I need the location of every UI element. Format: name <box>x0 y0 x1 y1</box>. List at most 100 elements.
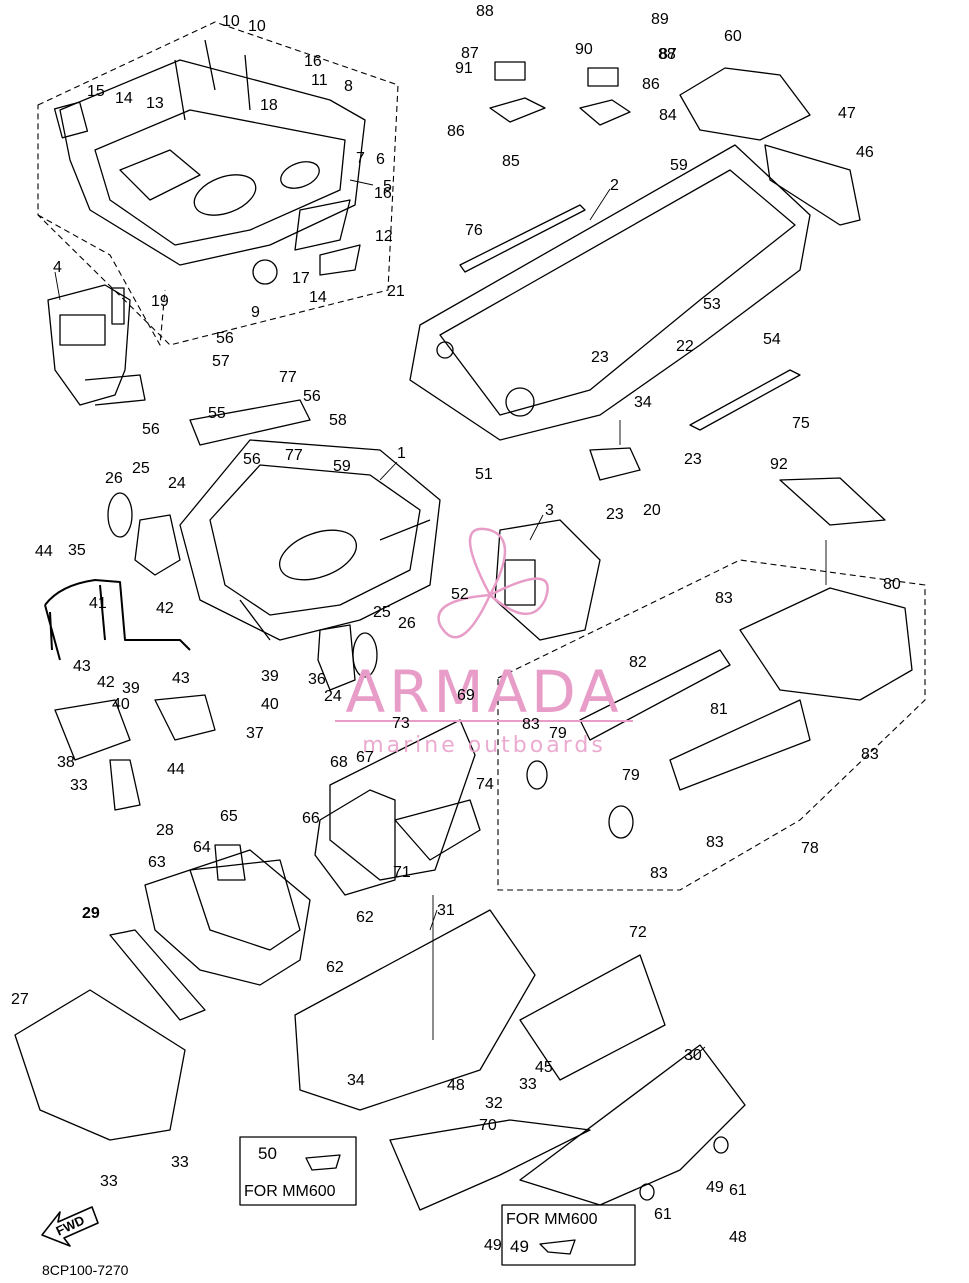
part-callout-70: 70 <box>479 1117 497 1134</box>
part-callout-83: 83 <box>650 865 668 882</box>
part-callout-76: 76 <box>465 222 483 239</box>
part-callout-44: 44 <box>167 761 185 778</box>
part-callout-28: 28 <box>156 822 174 839</box>
group-78-parts <box>526 587 913 839</box>
part-callout-83: 83 <box>706 834 724 851</box>
part-20-bracket <box>589 447 641 481</box>
dashed-group-boundaries <box>37 21 926 891</box>
part-callout-49: 49 <box>484 1237 502 1254</box>
part-callout-56: 56 <box>142 421 160 438</box>
part-callout-6: 6 <box>376 151 385 168</box>
part-callout-8: 8 <box>344 78 353 95</box>
part-callout-36: 36 <box>308 671 326 688</box>
part-callout-61: 61 <box>654 1206 672 1223</box>
watermark-tagline: marine outboards <box>362 733 606 758</box>
part-callout-25: 25 <box>373 604 391 621</box>
part-callout-83: 83 <box>715 590 733 607</box>
side-panels-63-65 <box>144 844 311 986</box>
part-callout-3: 3 <box>545 502 554 519</box>
part-callout-86: 86 <box>447 123 465 140</box>
part-callout-82: 82 <box>629 654 647 671</box>
part-callout-24: 24 <box>324 688 342 705</box>
part-callout-69: 69 <box>457 687 475 704</box>
part-callout-23: 23 <box>606 506 624 523</box>
part-callout-31: 31 <box>437 902 455 919</box>
part-callout-5: 5 <box>383 178 392 195</box>
cap-61-a <box>639 1183 655 1201</box>
lower-pan-72 <box>519 954 666 1081</box>
part-callout-25: 25 <box>132 460 150 477</box>
note-49-part-number: 49 <box>510 1237 529 1256</box>
part-callout-29: 29 <box>82 905 100 922</box>
part-callout-16: 16 <box>374 185 392 202</box>
part-callout-67: 67 <box>356 749 374 766</box>
part-callout-56: 56 <box>216 330 234 347</box>
part-callout-40: 40 <box>261 696 279 713</box>
part-callout-79: 79 <box>549 725 567 742</box>
part-callout-26: 26 <box>398 615 416 632</box>
part-callout-73: 73 <box>392 715 410 732</box>
part-callout-77: 77 <box>279 369 297 386</box>
part-callout-56: 56 <box>243 451 261 468</box>
part-callout-78: 78 <box>801 840 819 857</box>
part-callout-90: 90 <box>575 41 593 58</box>
part-callout-62: 62 <box>356 909 374 926</box>
part-callout-17: 17 <box>292 270 310 287</box>
part-callout-44: 44 <box>35 543 53 560</box>
part-callout-10: 10 <box>248 18 266 35</box>
part-callout-12: 12 <box>375 228 393 245</box>
part-callout-33: 33 <box>100 1173 118 1190</box>
part-callout-39: 39 <box>261 668 279 685</box>
part-callout-58: 58 <box>329 412 347 429</box>
part-callout-40: 40 <box>112 696 130 713</box>
part-callout-66: 66 <box>302 810 320 827</box>
part-callout-71: 71 <box>393 864 411 881</box>
part-callout-7: 7 <box>356 150 365 167</box>
part-callout-64: 64 <box>193 839 211 856</box>
watermark-brand: ARMADA <box>345 658 622 726</box>
part-75-strip <box>689 369 801 431</box>
part-callout-84: 84 <box>659 107 677 124</box>
part-callout-9: 9 <box>251 304 260 321</box>
part-callout-20: 20 <box>643 502 661 519</box>
armada-watermark: ARMADA marine outboards <box>335 527 633 758</box>
part-callout-72: 72 <box>629 924 647 941</box>
part-callout-68: 68 <box>330 754 348 771</box>
rubber-boots <box>107 492 378 691</box>
front-frame-assembly <box>53 39 366 285</box>
part-callout-54: 54 <box>763 331 781 348</box>
note-box-50 <box>239 1136 357 1206</box>
leader-lines <box>54 179 827 1061</box>
part-callout-24: 24 <box>168 475 186 492</box>
part-callout-86: 86 <box>642 76 660 93</box>
part-callout-23: 23 <box>591 349 609 366</box>
part-callout-81: 81 <box>710 701 728 718</box>
diagram-code: 8CP100-7270 <box>42 1262 129 1278</box>
part-callout-15: 15 <box>87 83 105 100</box>
cap-61-b <box>713 1136 729 1154</box>
part-callout-61: 61 <box>729 1182 747 1199</box>
part-callout-55: 55 <box>208 405 226 422</box>
part-callout-56: 56 <box>303 388 321 405</box>
note-50-label: FOR MM600 <box>244 1183 336 1200</box>
note-49-label: FOR MM600 <box>506 1211 598 1228</box>
part-callout-35: 35 <box>68 542 86 559</box>
part-callout-74: 74 <box>476 776 494 793</box>
part-callout-83: 83 <box>861 746 879 763</box>
part-callout-4: 4 <box>53 259 62 276</box>
part-callout-75: 75 <box>792 415 810 432</box>
part-callout-53: 53 <box>703 296 721 313</box>
part-callout-10: 10 <box>222 13 240 30</box>
part-callout-11: 11 <box>311 72 328 89</box>
part-callout-34: 34 <box>634 394 652 411</box>
bracket-part-4 <box>47 284 146 406</box>
part-callout-59: 59 <box>333 458 351 475</box>
part-callout-62: 62 <box>326 959 344 976</box>
part-callout-85: 85 <box>502 153 520 170</box>
part-callout-37: 37 <box>246 725 264 742</box>
part-callout-46: 46 <box>856 144 874 161</box>
part-callout-39: 39 <box>122 680 140 697</box>
frame-part-3 <box>494 519 601 641</box>
